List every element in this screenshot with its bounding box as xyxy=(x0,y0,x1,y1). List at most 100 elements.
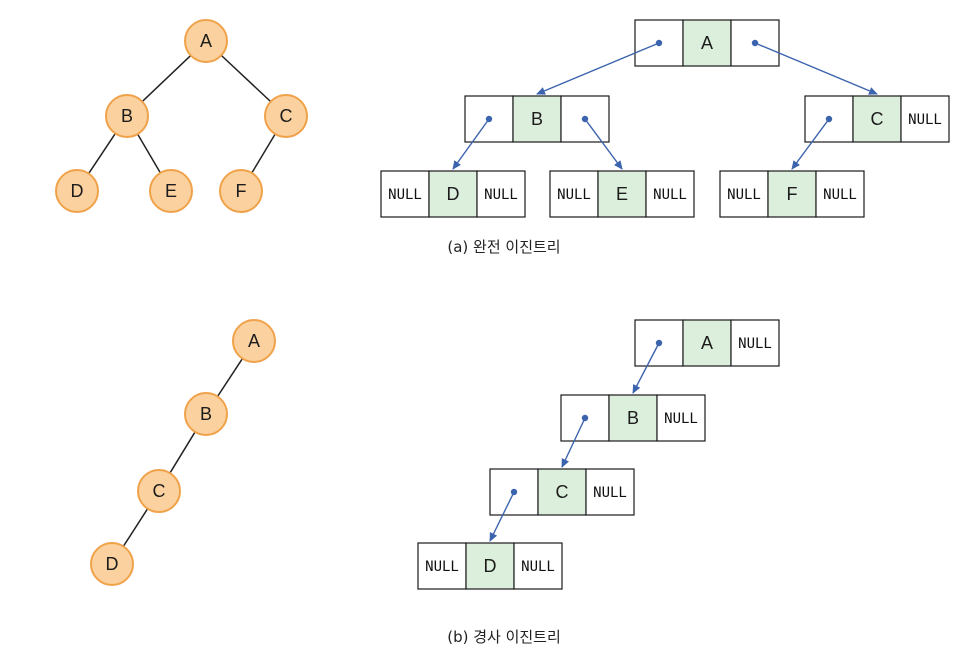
linked-node-label: B xyxy=(627,408,639,428)
right-link-cell xyxy=(513,542,563,590)
skewed-tree-edge-a-b xyxy=(216,358,244,397)
null-label: NULL xyxy=(738,336,772,352)
tree-node-circle xyxy=(137,469,181,513)
null-label: NULL xyxy=(727,187,761,203)
complete-tree-edge-a-b xyxy=(141,54,192,103)
complete-linked-node-e: E NULL NULL xyxy=(549,170,695,218)
linked-node-label: C xyxy=(556,482,569,502)
right-link-cell xyxy=(900,95,950,143)
left-link-cell xyxy=(549,170,599,218)
null-label: NULL xyxy=(425,559,459,575)
null-label: NULL xyxy=(388,187,422,203)
null-label: NULL xyxy=(557,187,591,203)
data-cell xyxy=(428,170,478,218)
complete-tree-edge-b-e xyxy=(136,133,162,174)
data-cell xyxy=(512,95,562,143)
skewed-linked-node-b: B NULL xyxy=(560,394,706,442)
complete-linked-node-a: A xyxy=(634,19,780,67)
tree-node-label: A xyxy=(248,331,260,351)
skewed-pointer-b-to-c xyxy=(561,417,586,468)
tree-node-label: B xyxy=(121,106,133,126)
data-cell xyxy=(682,319,732,367)
complete-pointer-a-to-c xyxy=(754,42,878,95)
skewed-linked-node-c: C NULL xyxy=(489,468,635,516)
right-link-cell xyxy=(585,468,635,516)
data-cell xyxy=(608,394,658,442)
skewed-tree-node-a: A xyxy=(232,319,276,363)
complete-tree-node-c: C xyxy=(264,94,308,138)
skewed-tree-node-c: C xyxy=(137,469,181,513)
complete-tree-node-f: F xyxy=(219,169,263,213)
tree-node-label: C xyxy=(153,481,166,501)
skewed-tree-node-d: D xyxy=(90,542,134,586)
skewed-pointer-a-to-b xyxy=(632,342,660,394)
data-cell xyxy=(767,170,817,218)
linked-node-label: F xyxy=(787,184,798,204)
linked-node-label: E xyxy=(616,184,628,204)
tree-node-circle xyxy=(184,392,228,436)
tree-node-circle xyxy=(232,319,276,363)
linked-node-label: B xyxy=(531,109,543,129)
linked-node-label: A xyxy=(701,33,713,53)
right-link-cell xyxy=(656,394,706,442)
tree-node-circle xyxy=(219,169,263,213)
complete-tree-node-a: A xyxy=(184,19,228,63)
complete-linked-node-b: B xyxy=(464,95,610,143)
tree-node-circle xyxy=(264,94,308,138)
complete-tree-edge-a-c xyxy=(220,54,272,103)
tree-node-label: C xyxy=(280,106,293,126)
complete-tree-node-d: D xyxy=(55,169,99,213)
complete-linked-node-f: F NULL NULL xyxy=(719,170,865,218)
right-link-cell xyxy=(815,170,865,218)
tree-node-label: A xyxy=(200,31,212,51)
tree-node-label: D xyxy=(106,554,119,574)
tree-node-circle xyxy=(105,94,149,138)
linked-node-label: D xyxy=(484,556,497,576)
null-label: NULL xyxy=(521,559,555,575)
left-link-cell xyxy=(719,170,769,218)
data-cell xyxy=(537,468,587,516)
complete-pointer-c-to-f xyxy=(791,118,830,170)
complete-tree-node-b: B xyxy=(105,94,149,138)
left-link-cell xyxy=(380,170,430,218)
left-link-cell xyxy=(417,542,467,590)
null-label: NULL xyxy=(653,187,687,203)
skewed-pointer-c-to-d xyxy=(489,491,515,542)
left-link-cell xyxy=(634,319,684,367)
right-link-cell xyxy=(476,170,526,218)
complete-pointer-a-to-b xyxy=(536,42,660,95)
null-label: NULL xyxy=(484,187,518,203)
tree-node-circle xyxy=(90,542,134,586)
complete-tree-edge-b-d xyxy=(88,133,116,174)
linked-node-label: D xyxy=(447,184,460,204)
complete-pointer-b-to-e xyxy=(584,118,623,170)
skewed-linked-node-d: D NULL NULL xyxy=(417,542,563,590)
caption-complete-binary-tree: (a) 완전 이진트리 xyxy=(447,238,560,256)
complete-pointer-b-to-d xyxy=(452,118,490,170)
right-link-cell xyxy=(645,170,695,218)
tree-node-label: D xyxy=(71,181,84,201)
tree-node-label: F xyxy=(236,181,247,201)
tree-node-label: E xyxy=(165,181,177,201)
skewed-linked-node-a: A NULL xyxy=(634,319,780,367)
tree-node-circle xyxy=(184,19,228,63)
skewed-tree-node-b: B xyxy=(184,392,228,436)
tree-node-label: B xyxy=(200,404,212,424)
data-cell xyxy=(852,95,902,143)
right-link-cell xyxy=(730,319,780,367)
null-label: NULL xyxy=(664,411,698,427)
linked-node-label: C xyxy=(871,109,884,129)
complete-tree-edge-c-f xyxy=(251,133,276,174)
caption-skewed-binary-tree: (b) 경사 이진트리 xyxy=(447,628,561,646)
linked-node-label: A xyxy=(701,333,713,353)
tree-node-circle xyxy=(149,169,193,213)
null-label: NULL xyxy=(593,485,627,501)
null-label: NULL xyxy=(823,187,857,203)
skewed-tree-edge-c-d xyxy=(122,508,149,547)
complete-linked-node-d: D NULL NULL xyxy=(380,170,526,218)
tree-node-circle xyxy=(55,169,99,213)
skewed-tree-edge-b-c xyxy=(169,431,196,474)
complete-tree-node-e: E xyxy=(149,169,193,213)
